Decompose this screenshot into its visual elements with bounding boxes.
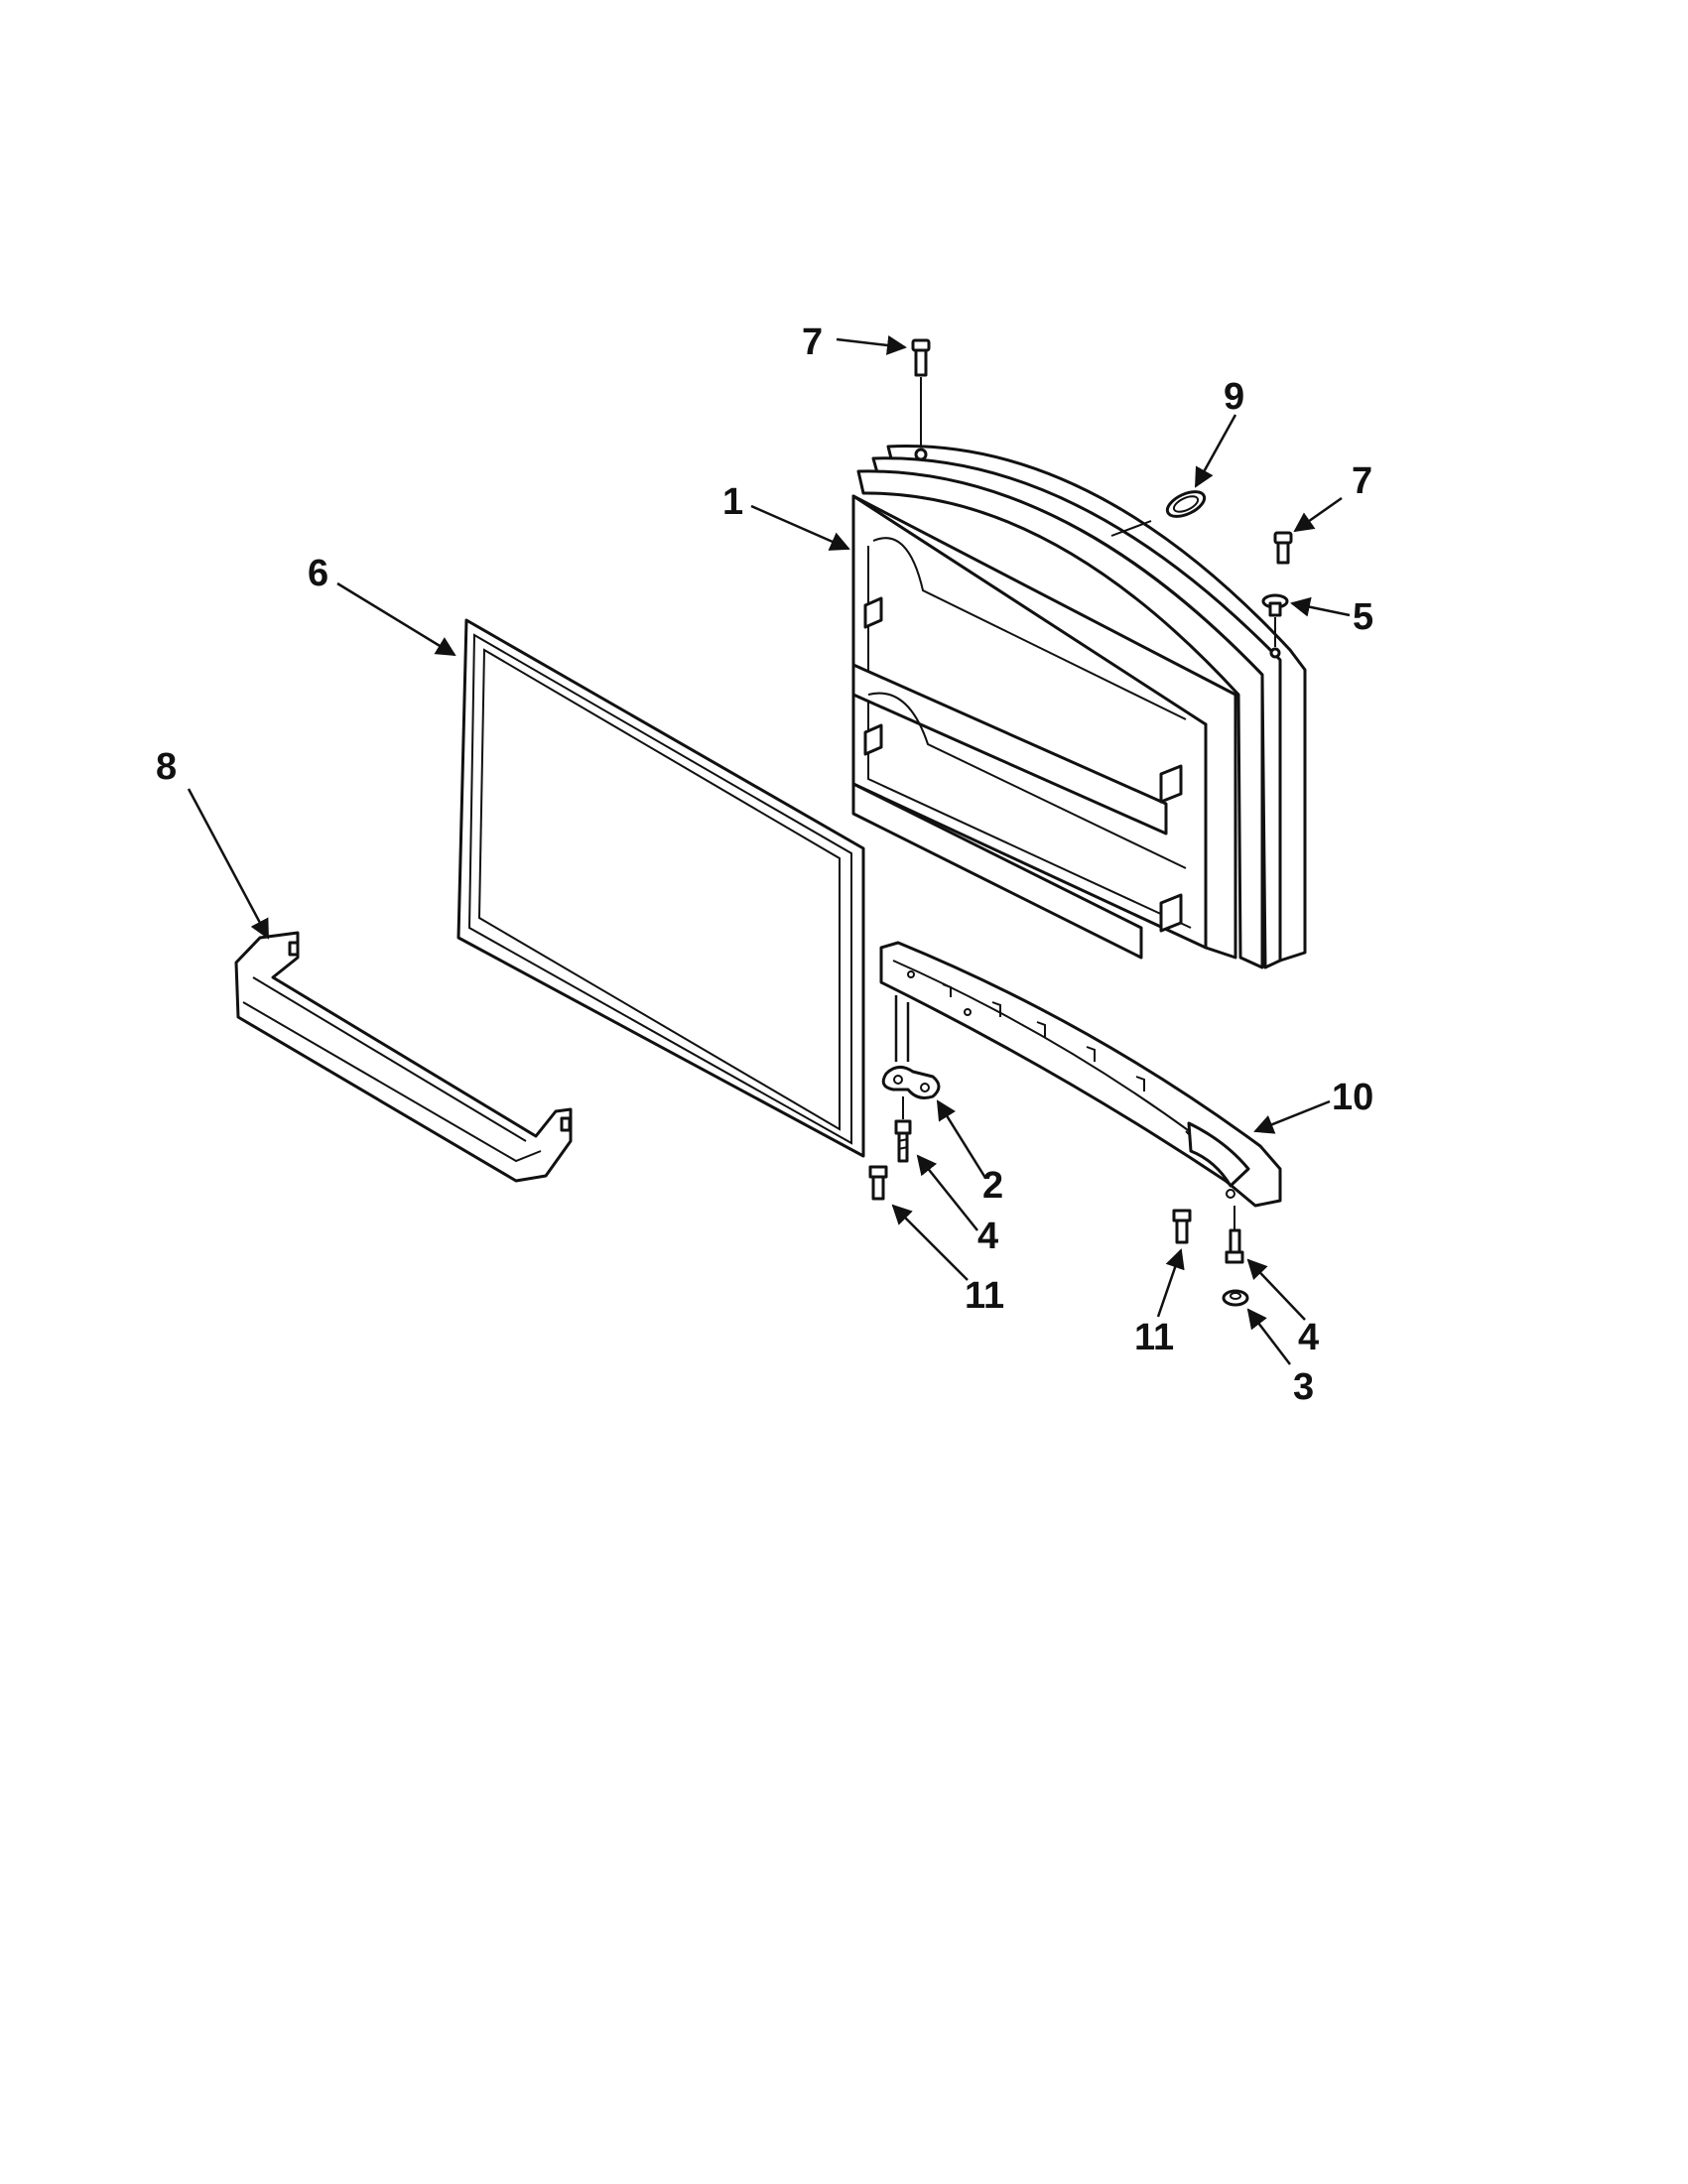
callout-6: 6 (308, 553, 328, 594)
callout-4-right: 4 (1298, 1317, 1319, 1358)
door-gasket-part-6 (456, 618, 865, 1158)
leader-6 (336, 581, 456, 657)
screw-part-4-left (894, 1096, 912, 1163)
trim-part-10 (879, 941, 1282, 1208)
leader-10 (1253, 1099, 1331, 1134)
leader-7-top (836, 334, 907, 355)
callout-4-left: 4 (977, 1216, 998, 1257)
leader-4-right (1246, 1258, 1306, 1321)
screw-part-7-top (911, 338, 931, 447)
screw-part-7-right (1273, 531, 1293, 565)
leader-5 (1290, 596, 1351, 617)
leader-11-right (1156, 1248, 1185, 1318)
screw-part-11-right (1172, 1209, 1192, 1244)
hinge-part-2 (881, 995, 941, 1099)
callout-10: 10 (1332, 1077, 1373, 1118)
leader-arrows (187, 334, 1351, 1365)
callout-11-left: 11 (965, 1275, 1004, 1317)
callout-labels: 7 1 9 7 5 6 8 10 2 4 11 11 4 3 (156, 321, 1373, 1408)
plug-part-5 (1261, 593, 1289, 647)
screw-part-11-left (868, 1165, 888, 1201)
leader-3 (1246, 1308, 1291, 1365)
callout-8: 8 (156, 746, 177, 788)
callout-5: 5 (1353, 596, 1373, 638)
leader-4-left (916, 1154, 978, 1231)
leader-1 (750, 504, 850, 551)
door-liner-part-1 (851, 445, 1307, 969)
screw-part-4-right (1225, 1206, 1244, 1264)
callout-3: 3 (1293, 1366, 1314, 1408)
door-handle-part-8 (234, 931, 573, 1183)
callout-7-top: 7 (802, 321, 823, 363)
leader-2 (936, 1099, 987, 1179)
callout-9: 9 (1224, 376, 1244, 418)
callout-2: 2 (982, 1165, 1003, 1207)
callout-7-right: 7 (1352, 460, 1372, 502)
callout-11-right: 11 (1134, 1317, 1174, 1358)
leader-11-left (891, 1204, 969, 1281)
washer-part-9 (1110, 490, 1207, 537)
leader-7-right (1293, 496, 1343, 533)
leader-8 (187, 788, 270, 940)
callout-1: 1 (722, 481, 743, 523)
nut-part-3 (1222, 1289, 1249, 1307)
leader-9 (1194, 414, 1237, 488)
